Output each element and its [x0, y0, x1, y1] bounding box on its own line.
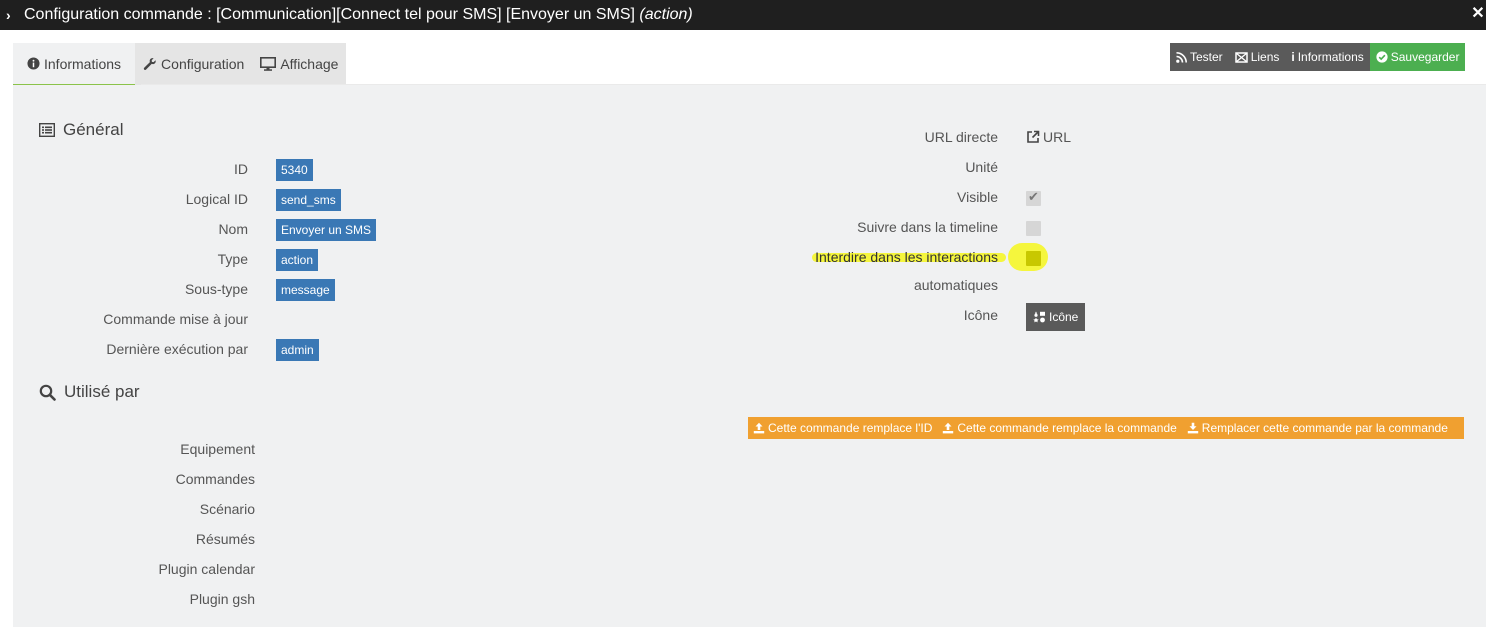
check-circle-icon	[1376, 51, 1388, 63]
general-section-title: Général	[39, 120, 123, 140]
monitor-icon	[260, 57, 277, 71]
save-button-label: Sauvegarder	[1390, 50, 1460, 64]
replace-id-button[interactable]: Cette commande remplace l'ID	[748, 417, 937, 439]
field-label-id: ID	[234, 161, 248, 177]
field-value-sous-type: message	[276, 279, 335, 301]
rss-icon	[1176, 51, 1187, 63]
save-button[interactable]: Sauvegarder	[1369, 43, 1466, 71]
field-label-derniere-execution: Dernière exécution par	[106, 341, 248, 357]
field-value-id: 5340	[276, 159, 313, 181]
icon-picker-button[interactable]: Icône	[1026, 303, 1086, 331]
used-by-scenario: Scénario	[199, 501, 255, 517]
modal-title: Configuration commande : [Communication]…	[24, 6, 693, 24]
field-value-logical-id: send_sms	[276, 189, 341, 211]
replace-by-command-button[interactable]: Remplacer cette commande par la commande	[1182, 417, 1453, 439]
field-value-nom: Envoyer un SMS	[276, 219, 377, 241]
action-toolbar: Tester Liens i Informations Sauvegarder	[1170, 43, 1466, 71]
links-button[interactable]: Liens	[1228, 43, 1286, 71]
informations-button[interactable]: i Informations	[1285, 43, 1370, 71]
used-by-title-text: Utilisé par	[64, 382, 140, 401]
highlighter-mark	[812, 253, 1006, 262]
url-link[interactable]: URL	[1026, 129, 1071, 145]
url-link-label: URL	[1043, 129, 1072, 145]
visible-checkbox[interactable]: ✔	[1026, 189, 1041, 206]
search-icon	[39, 384, 56, 401]
icon-picker-label: Icône	[1049, 310, 1079, 324]
external-link-icon	[1026, 130, 1040, 144]
field-value-type: action	[276, 249, 319, 271]
field-label-nom: Nom	[218, 221, 248, 237]
replace-toolbar: Cette commande remplace l'ID Cette comma…	[748, 417, 1464, 439]
tab-label: Configuration	[161, 56, 245, 72]
used-by-equipement: Equipement	[180, 441, 255, 457]
replace-id-label: Cette commande remplace l'ID	[768, 421, 933, 435]
icons-grid-icon	[1033, 311, 1046, 323]
tab-bar: Informations Configuration Affichage	[13, 43, 347, 85]
links-button-label: Liens	[1250, 50, 1280, 64]
replace-command-button[interactable]: Cette commande remplace la commande	[937, 417, 1181, 439]
visible-label: Visible	[957, 189, 998, 205]
modal-titlebar: › Configuration commande : [Communicatio…	[0, 0, 1486, 30]
upload-icon	[942, 422, 954, 434]
content-panel	[13, 85, 1486, 627]
download-icon	[1187, 422, 1199, 434]
info-icon: i	[1291, 50, 1295, 64]
used-by-commandes: Commandes	[175, 471, 255, 487]
tab-divider	[141, 84, 1486, 85]
interactions-checkbox[interactable]	[1026, 251, 1041, 266]
general-title-text: Général	[63, 120, 124, 139]
field-label-sous-type: Sous-type	[184, 281, 248, 297]
used-by-section-title: Utilisé par	[39, 382, 140, 402]
used-by-plugin-gsh: Plugin gsh	[189, 591, 255, 607]
field-value-derniere-execution: admin	[276, 339, 319, 361]
informations-button-label: Informations	[1297, 50, 1364, 64]
timeline-label: Suivre dans la timeline	[857, 219, 998, 235]
interactions-label: Interdire dans les interactions	[815, 249, 998, 265]
field-label-commande-mise-a-jour: Commande mise à jour	[103, 311, 248, 327]
timeline-checkbox[interactable]	[1026, 221, 1041, 236]
used-by-plugin-calendar: Plugin calendar	[158, 561, 255, 577]
tab-label: Informations	[44, 55, 122, 72]
url-directe-label: URL directe	[924, 129, 998, 145]
tab-configuration[interactable]: Configuration	[135, 43, 253, 85]
tab-informations[interactable]: Informations	[13, 43, 136, 85]
info-circle-icon	[27, 57, 40, 70]
replace-command-label: Cette commande remplace la commande	[957, 421, 1177, 435]
tab-label: Affichage	[280, 56, 339, 72]
wrench-icon	[143, 57, 157, 71]
upload-icon	[753, 422, 765, 434]
links-icon	[1234, 51, 1248, 63]
replace-by-command-label: Remplacer cette commande par la commande	[1201, 421, 1448, 435]
chevron-right-icon: ›	[6, 7, 11, 23]
field-label-type: Type	[217, 251, 248, 267]
tab-affichage[interactable]: Affichage	[252, 43, 347, 85]
field-label-logical-id: Logical ID	[185, 191, 248, 207]
unite-label: Unité	[965, 159, 998, 175]
interactions-label-line2: automatiques	[913, 277, 998, 293]
list-icon	[39, 123, 55, 137]
icone-label: Icône	[963, 307, 998, 323]
used-by-resumes: Résumés	[195, 531, 255, 547]
modal-title-type: (action)	[639, 6, 693, 23]
checkmark-icon: ✔	[1028, 189, 1039, 204]
modal-title-text: Configuration commande : [Communication]…	[24, 6, 640, 23]
test-button[interactable]: Tester	[1170, 43, 1229, 71]
close-icon[interactable]: ✕	[1471, 5, 1485, 22]
test-button-label: Tester	[1190, 50, 1223, 64]
